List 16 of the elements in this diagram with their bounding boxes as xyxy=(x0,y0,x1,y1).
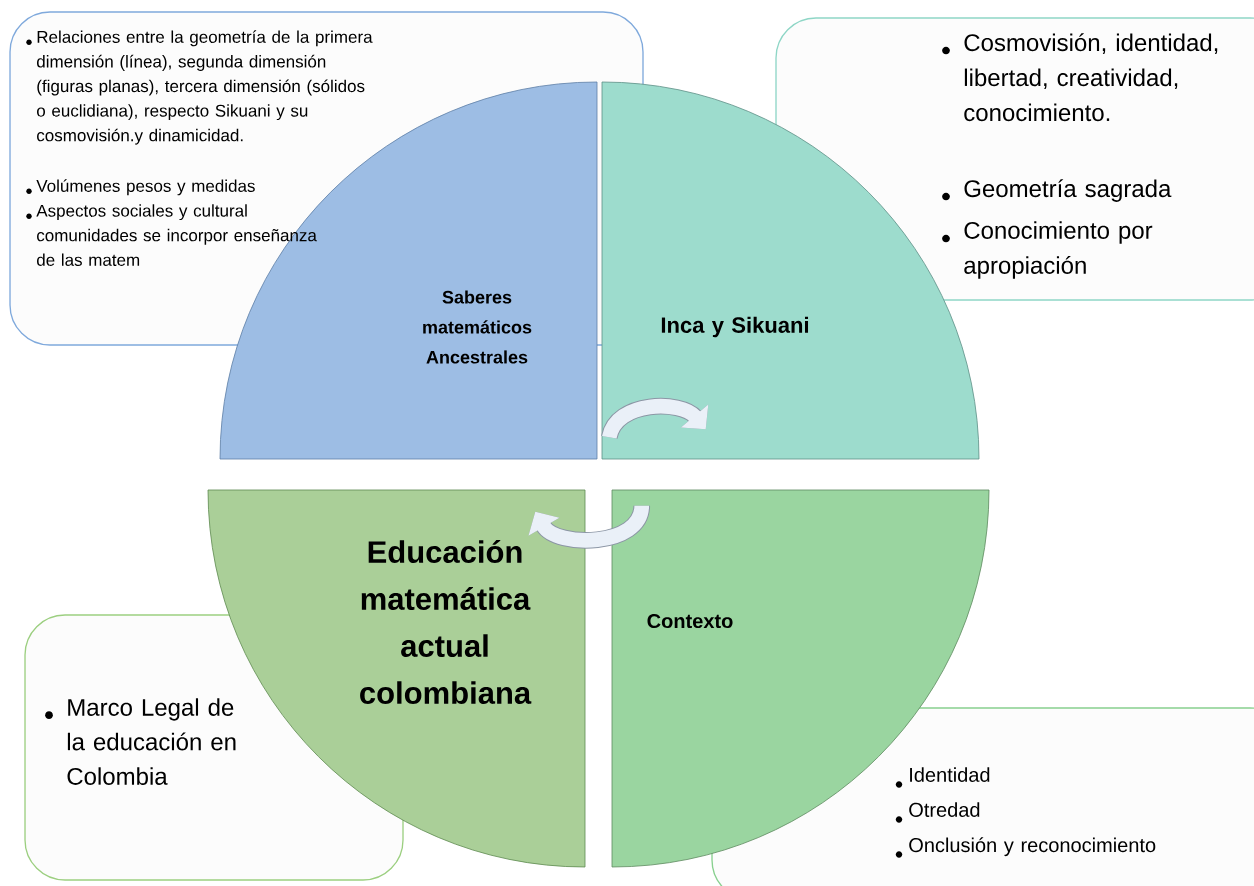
bullet-text: Onclusión y reconocimiento xyxy=(909,837,1156,857)
bullet-text: Marco Legal de la educación en Colombia xyxy=(67,698,236,785)
segment-title: Contexto xyxy=(647,613,733,629)
curved-arrow xyxy=(528,504,650,549)
bullet-text: Otredad xyxy=(909,802,980,817)
bullet-text: Conocimiento por apropiación xyxy=(964,221,1153,279)
bullet-text: Volúmenes pesos y medidas xyxy=(36,179,255,196)
bullet-text: Aspectos sociales y cultural comunidades se incorpor enseñanza de las matem xyxy=(36,204,317,266)
bullet-text: Cosmovisión, identidad, libertad, creatividad, conocimiento. xyxy=(964,33,1218,122)
bullet-text: Relaciones entre la geometría de la primera dimensión (línea), segunda dimensión (figuras planas), tercera dimensión (sólidos o euclidiana), respecto Sikuani y su cosmovisión.y dinamicidad. xyxy=(37,30,373,145)
segment-title: Saberes matemáticos Ancestrales xyxy=(423,290,532,364)
bullet-text: Geometría sagrada xyxy=(964,179,1172,202)
segment-title: Inca y Sikuani xyxy=(661,316,808,338)
curved-arrow xyxy=(601,397,709,440)
segment-title: Educación matemática actual colombiana xyxy=(360,540,532,704)
bullet-text: Identidad xyxy=(910,767,990,782)
